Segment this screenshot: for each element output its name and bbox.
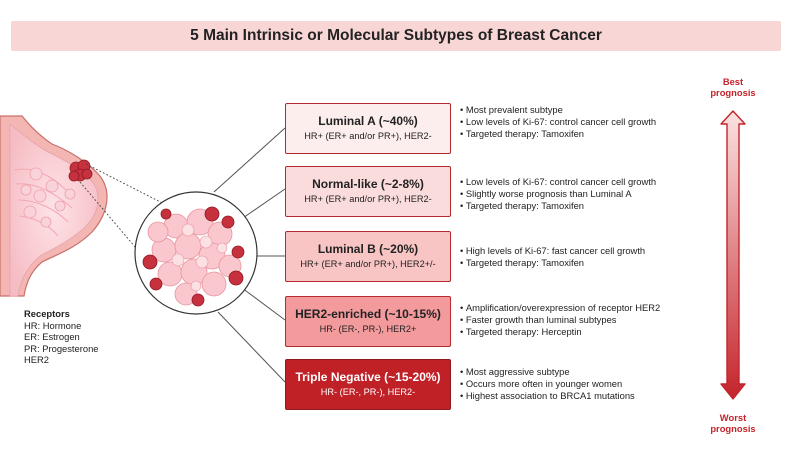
subtype-box-luminal-a: Luminal A (~40%) HR+ (ER+ and/or PR+), H… [285,103,451,154]
best-prognosis-label: Best prognosis [703,76,763,98]
subtype-receptors: HR- (ER-, PR-), HER2- [320,387,416,397]
receptor-item: HR: Hormone [24,319,82,331]
bullet-item: Targeted therapy: Tamoxifen [460,257,645,269]
bullet-item: Most prevalent subtype [460,104,656,116]
worst-prognosis-label: Worst prognosis [703,412,763,434]
subtype-name: Luminal B (~20%) [317,242,419,256]
bullet-item: Targeted therapy: Tamoxifen [460,200,656,212]
bullet-item: Highest association to BRCA1 mutations [460,390,635,402]
subtype-box-triple-negative: Triple Negative (~15-20%) HR- (ER-, PR-)… [285,359,451,410]
title-banner: 5 Main Intrinsic or Molecular Subtypes o… [11,21,781,51]
bullets-normal-like: Low levels of Ki-67: control cancer cell… [460,176,656,212]
bullet-item: Low levels of Ki-67: control cancer cell… [460,176,656,188]
tumor-cells-circle [134,191,258,315]
receptors-heading: Receptors [24,308,70,319]
subtype-box-luminal-b: Luminal B (~20%) HR+ (ER+ and/or PR+), H… [285,231,451,282]
subtype-receptors: HR+ (ER+ and/or PR+), HER2+/- [300,259,436,269]
bullet-item: High levels of Ki-67: fast cancer cell g… [460,245,645,257]
bullets-luminal-a: Most prevalent subtype Low levels of Ki-… [460,104,656,140]
subtype-name: Triple Negative (~15-20%) [295,370,441,384]
bullets-luminal-b: High levels of Ki-67: fast cancer cell g… [460,245,645,269]
connector-lines [213,127,286,383]
receptors-legend: Receptors HR: Hormone ER: Estrogen PR: P… [24,308,99,366]
bullet-item: Targeted therapy: Tamoxifen [460,128,656,140]
worst-label-line: prognosis [710,423,756,434]
bullet-item: Slightly worse prognosis than Luminal A [460,188,656,200]
receptor-item: ER: Estrogen [24,331,80,342]
subtype-box-normal-like: Normal-like (~2-8%) HR+ (ER+ and/or PR+)… [285,166,451,217]
page-title: 5 Main Intrinsic or Molecular Subtypes o… [190,27,602,44]
best-label-line: prognosis [710,87,756,98]
subtype-name: HER2-enriched (~10-15%) [295,307,441,321]
bullet-item: Most aggressive subtype [460,366,635,378]
subtype-name: Luminal A (~40%) [318,114,418,128]
prognosis-arrow [720,110,746,400]
bullet-item: Targeted therapy: Herceptin [460,326,660,338]
bullets-her2-enriched: Amplification/overexpression of receptor… [460,302,660,338]
bullet-item: Low levels of Ki-67: control cancer cell… [460,116,656,128]
subtype-box-her2-enriched: HER2-enriched (~10-15%) HR- (ER-, PR-), … [285,296,451,347]
best-label-line: Best [722,76,744,87]
worst-label-line: Worst [719,412,747,423]
breast-illustration [0,115,108,297]
bullet-item: Faster growth than luminal subtypes [460,314,660,326]
subtype-receptors: HR+ (ER+ and/or PR+), HER2- [304,194,432,204]
bullet-item: Amplification/overexpression of receptor… [460,302,660,314]
subtype-receptors: HR- (ER-, PR-), HER2+ [319,324,417,334]
bullets-triple-negative: Most aggressive subtype Occurs more ofte… [460,366,635,402]
subtype-name: Normal-like (~2-8%) [312,177,424,191]
subtype-receptors: HR+ (ER+ and/or PR+), HER2- [304,131,432,141]
tumor-mass [68,159,93,182]
receptor-item: HER2 [24,354,50,365]
receptor-item: PR: Progesterone [24,342,99,354]
bullet-item: Occurs more often in younger women [460,378,635,390]
